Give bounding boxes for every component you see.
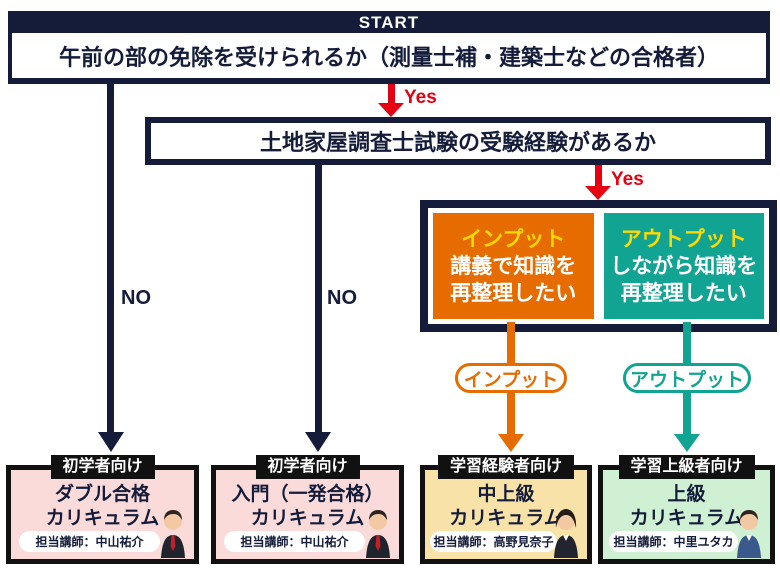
choice-input-desc1: 講義で知識を: [450, 254, 577, 278]
course-title-line1: 入門（一発合格）: [231, 484, 384, 505]
question-1: 午前の部の免除を受けられるか（測量士補・建築士などの合格者）: [12, 33, 766, 78]
instructor-photo: [729, 506, 769, 558]
course-card-advanced: 学習上級者向け 上級 カリキュラム 担当講師：中里ユタカ: [598, 455, 775, 564]
input-arrow-head: [498, 434, 524, 452]
choice-output-desc1: しながら知識を: [610, 254, 758, 278]
course-title-line2: カリキュラム: [45, 508, 160, 529]
no-arrow-line-1: [107, 84, 114, 432]
no-label-2: NO: [327, 287, 357, 309]
audience-badge: 学習経験者向け: [437, 455, 575, 479]
output-arrow-head: [674, 434, 700, 452]
course-title-line1: ダブル合格: [54, 484, 150, 505]
course-title-line2: カリキュラム: [629, 508, 744, 529]
no-label-1: NO: [121, 287, 151, 309]
course-title-line2: カリキュラム: [250, 508, 365, 529]
choice-input-desc2: 再整理したい: [450, 281, 577, 305]
yes-label-1: Yes: [404, 87, 437, 108]
choice-container: インプット 講義で知識を 再整理したい アウトプット しながら知識を 再整理した…: [420, 200, 777, 332]
choice-output-desc2: 再整理したい: [620, 281, 747, 305]
course-card-mid-advanced: 学習経験者向け 中上級 カリキュラム 担当講師：高野見奈子: [420, 455, 592, 564]
course-card-double-pass: 初学者向け ダブル合格 カリキュラム 担当講師：中山祐介: [6, 455, 199, 564]
course-card-intro: 初学者向け 入門（一発合格） カリキュラム 担当講師：中山祐介: [211, 455, 404, 564]
instructor-pill: 担当講師：中山祐介: [224, 531, 365, 552]
output-route-pill: アウトプット: [623, 363, 751, 393]
instructor-pill: 担当講師：中山祐介: [19, 531, 160, 552]
yes-arrow-line-2: [595, 165, 602, 186]
yes-label-2: Yes: [611, 169, 644, 190]
instructor-pill: 担当講師：中里ユタカ: [609, 531, 738, 552]
no-arrow-head-1: [98, 432, 124, 452]
course-title-line1: 中上級: [477, 484, 535, 505]
course-title: 入門（一発合格） カリキュラム: [216, 483, 399, 531]
start-box: START 午前の部の免除を受けられるか（測量士補・建築士などの合格者）: [8, 11, 770, 84]
choice-inner: インプット 講義で知識を 再整理したい アウトプット しながら知識を 再整理した…: [428, 208, 769, 324]
question-2: 土地家屋調査士試験の受験経験があるか: [145, 117, 771, 165]
input-route-pill: インプット: [455, 363, 567, 393]
choice-input-title: インプット: [461, 227, 566, 251]
instructor-pill: 担当講師：高野見奈子: [430, 531, 557, 552]
course-title: 中上級 カリキュラム: [425, 483, 587, 531]
start-label: START: [358, 13, 420, 32]
yes-arrow-head-1: [378, 103, 404, 117]
audience-badge: 初学者向け: [255, 455, 360, 479]
choice-output-title: アウトプット: [620, 227, 747, 251]
course-title-line2: カリキュラム: [449, 508, 563, 529]
choice-output: アウトプット しながら知識を 再整理したい: [603, 213, 764, 319]
no-arrow-head-2: [305, 432, 331, 452]
instructor-photo: [358, 506, 398, 558]
instructor-photo: [546, 506, 586, 558]
course-title: ダブル合格 カリキュラム: [11, 483, 194, 531]
course-title-line1: 上級: [667, 484, 706, 505]
instructor-photo: [153, 506, 193, 558]
course-title: 上級 カリキュラム: [603, 483, 770, 531]
choice-input: インプット 講義で知識を 再整理したい: [433, 213, 594, 319]
yes-arrow-head-2: [585, 186, 611, 200]
audience-badge: 学習上級者向け: [618, 455, 755, 479]
yes-arrow-line-1: [388, 84, 395, 104]
no-arrow-line-2: [315, 164, 322, 432]
audience-badge: 初学者向け: [50, 455, 155, 479]
